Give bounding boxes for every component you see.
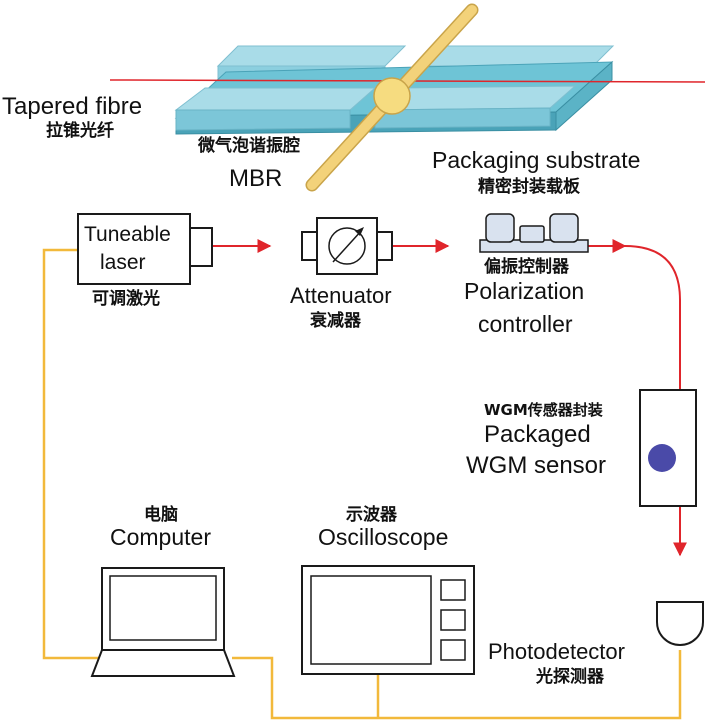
laser-label-line2: laser [100, 251, 146, 274]
substrate-plate-side [555, 60, 613, 132]
sensor-resonator-dot [648, 444, 676, 472]
optical-path [212, 239, 687, 557]
attenuator-right-port [376, 231, 393, 261]
laptop-base [90, 649, 236, 677]
attenuator-dial [328, 227, 366, 265]
photodetector-label: Photodetector [488, 639, 625, 664]
oscilloscope: 示波器 Oscilloscope [301, 504, 475, 675]
oscilloscope-button-3 [440, 639, 466, 661]
packaging-substrate-label-cn: 精密封装载板 [478, 176, 581, 197]
wgm-label-line1: Packaged [484, 421, 591, 448]
electrical-wiring [42, 248, 682, 720]
photodetector-label-cn: 光探测器 [535, 666, 605, 687]
substrate-block-back-left [216, 45, 407, 67]
photodetector: Photodetector 光探测器 [488, 601, 704, 687]
oscilloscope-label: Oscilloscope [318, 524, 448, 550]
laser-label-cn: 可调激光 [92, 288, 160, 309]
laptop-screen-inner [109, 575, 217, 641]
attenuator-label-cn: 衰减器 [309, 310, 362, 331]
pc-label-cn: 偏振控制器 [484, 256, 570, 277]
mbr-label: MBR [229, 165, 282, 192]
attenuator-label: Attenuator [290, 283, 392, 308]
pc-paddle-1 [485, 213, 515, 243]
tuneable-laser: Tuneable laser 可调激光 [77, 213, 213, 309]
pc-label-line2: controller [478, 311, 573, 337]
pc-paddle-3 [549, 213, 579, 243]
packaging-substrate-label: Packaging substrate [432, 147, 640, 173]
attenuator: Attenuator 衰减器 [290, 217, 393, 331]
substrate-block-front-left-face [175, 109, 351, 131]
tapered-fibre-label-cn: 拉锥光纤 [46, 120, 114, 141]
computer: 电脑 Computer [90, 504, 236, 677]
laser-output-port [189, 227, 213, 267]
polarization-controller: 偏振控制器 Polarization controller [464, 213, 589, 337]
oscilloscope-screen [310, 575, 432, 665]
wgm-label-cn: WGM传感器封装 [484, 401, 604, 419]
laser-body [77, 213, 191, 285]
laser-to-computer-wire [42, 248, 100, 660]
oscilloscope-button-2 [440, 609, 466, 631]
oscilloscope-label-cn: 示波器 [346, 504, 398, 525]
mbr-inset: Tapered fibre 拉锥光纤 微气泡谐振腔 MBR Packaging … [2, 3, 706, 197]
attenuator-arrow-head [355, 227, 364, 236]
computer-to-bus-wire [232, 650, 682, 720]
computer-label: Computer [110, 524, 211, 550]
substrate-block-front-left [174, 87, 377, 111]
pc-label-line1: Polarization [464, 278, 584, 304]
microbubble [373, 77, 411, 115]
pc-to-sensor-beam [624, 245, 687, 557]
tapered-fibre-label: Tapered fibre [2, 93, 142, 120]
laser-label-line1: Tuneable [84, 223, 171, 246]
mbr-label-cn: 微气泡谐振腔 [197, 135, 300, 156]
computer-label-cn: 电脑 [144, 504, 178, 525]
pc-paddle-2 [519, 225, 545, 243]
photodetector-body [656, 601, 704, 646]
attenuator-dial-arrow [332, 229, 363, 263]
attenuator-left-port [301, 231, 318, 261]
oscilloscope-button-1 [440, 579, 466, 601]
wgm-sensor: WGM传感器封装 Packaged WGM sensor [466, 389, 697, 507]
wgm-label-line2: WGM sensor [466, 452, 606, 479]
